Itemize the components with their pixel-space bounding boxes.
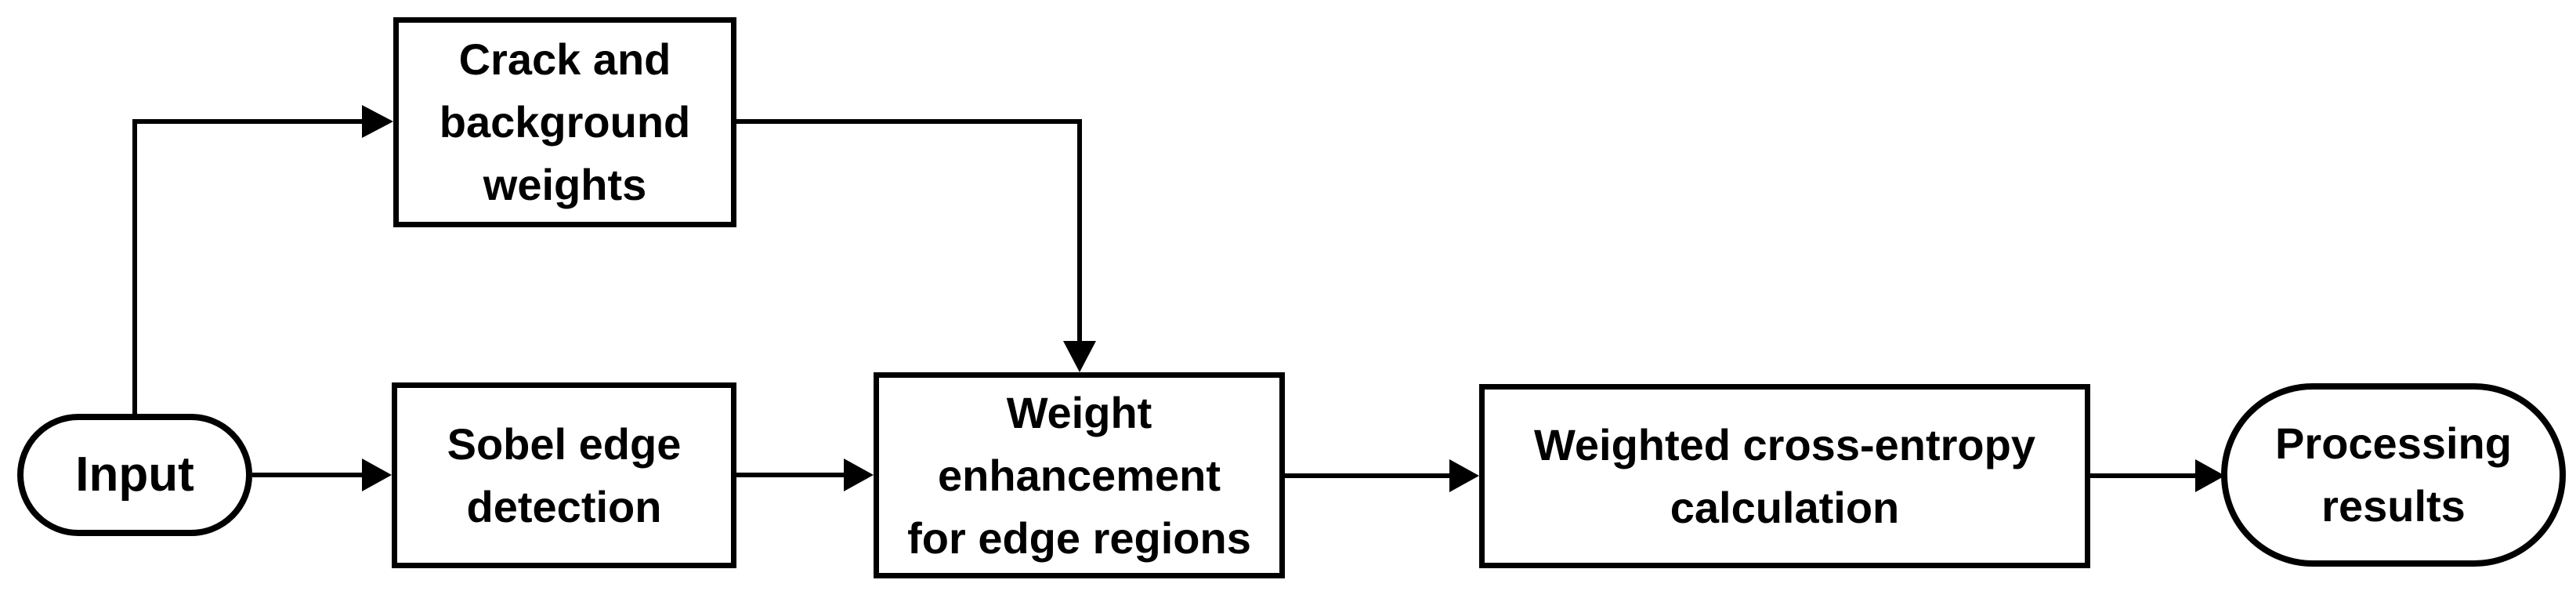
- node-label-line: Processing: [2275, 419, 2512, 468]
- node-label-line: calculation: [1670, 482, 1900, 532]
- arrow-sobel-to-weight-enhancement: [736, 458, 874, 491]
- node-label-line: Weighted cross-entropy: [1534, 419, 2035, 469]
- arrow-input-to-sobel: [252, 458, 392, 491]
- arrow-input-to-crack-weights: [132, 105, 393, 414]
- node-label-line: Input: [75, 448, 194, 502]
- arrow-crack-weights-to-weight-enhancement: [736, 119, 1096, 372]
- arrow-cross-entropy-to-results: [2090, 459, 2225, 492]
- node-label-line: Crack and: [458, 34, 671, 84]
- node-label-line: detection: [466, 481, 662, 531]
- node-crack-background-weights: Crack and background weights: [393, 17, 736, 227]
- node-label-line: weights: [483, 160, 647, 209]
- node-label-line: Sobel edge: [447, 419, 682, 469]
- node-label-line: Weight: [1006, 387, 1152, 437]
- node-weighted-cross-entropy: Weighted cross-entropy calculation: [1479, 384, 2090, 568]
- arrow-weight-enhancement-to-cross-entropy: [1285, 459, 1479, 492]
- node-processing-results: Processing results: [2221, 383, 2566, 567]
- node-weight-enhancement: Weight enhancement for edge regions: [874, 372, 1285, 578]
- node-label-line: results: [2321, 481, 2466, 531]
- node-label-line: background: [439, 97, 691, 147]
- node-label-line: enhancement: [938, 450, 1221, 500]
- node-input: Input: [17, 414, 252, 536]
- node-sobel-edge-detection: Sobel edge detection: [392, 382, 736, 568]
- node-label-line: for edge regions: [907, 513, 1251, 563]
